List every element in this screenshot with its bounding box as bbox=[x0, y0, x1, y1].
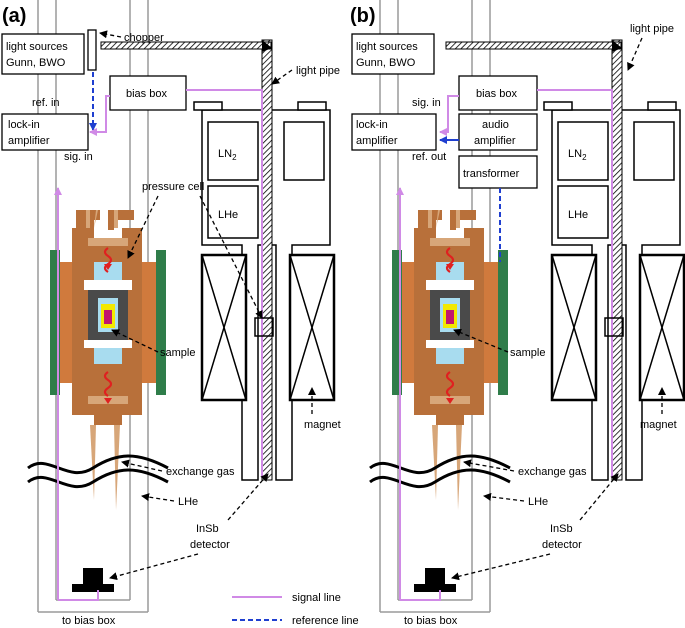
sample-label-b: sample bbox=[510, 347, 545, 359]
audio-label-b-2: amplifier bbox=[474, 135, 516, 147]
to-bias-box-label-a: to bias box bbox=[62, 615, 116, 627]
source-label-b-1: light sources bbox=[356, 41, 418, 53]
detector-label-b-1: InSb bbox=[550, 523, 573, 535]
lhe-cryo-label-b: LHe bbox=[568, 209, 588, 221]
ref-out-label-b: ref. out bbox=[412, 151, 446, 163]
source-box-b bbox=[351, 33, 435, 75]
lockin-box-a bbox=[1, 113, 89, 151]
lockin-label-b-1: lock-in bbox=[356, 119, 388, 131]
lhe-cryo-label-a: LHe bbox=[218, 209, 238, 221]
panel-a: (a) light sources Gunn, BWO chopper ref.… bbox=[1, 0, 341, 627]
bias-box-label-a: bias box bbox=[126, 88, 167, 100]
transformer-label-b: transformer bbox=[463, 168, 520, 180]
to-bias-box-label-b: to bias box bbox=[404, 615, 458, 627]
exchange-gas-label-b: exchange gas bbox=[518, 466, 587, 478]
lockin-box-b bbox=[351, 113, 437, 151]
magnet-label-b: magnet bbox=[640, 419, 677, 431]
panel-b-letter: (b) bbox=[350, 5, 376, 27]
bias-box-b bbox=[458, 75, 538, 111]
ln2-label-a: LN2 bbox=[218, 148, 237, 162]
lockin-label-b-2: amplifier bbox=[356, 135, 398, 147]
pressure-cell-label-a: pressure cell bbox=[142, 181, 204, 193]
bias-box-label-b: bias box bbox=[476, 88, 517, 100]
source-label-b-2: Gunn, BWO bbox=[356, 57, 416, 69]
sig-in-label-a: sig. in bbox=[64, 151, 93, 163]
light-pipe-label-b: light pipe bbox=[630, 23, 674, 35]
magnet-label-a: magnet bbox=[304, 419, 341, 431]
source-box-a bbox=[1, 33, 85, 75]
transformer-box-b bbox=[458, 155, 538, 189]
light-pipe-label-a: light pipe bbox=[296, 65, 340, 77]
sig-in-label-b: sig. in bbox=[412, 97, 441, 109]
panel-b: (b) light sources Gunn, BWO bias box sig… bbox=[350, 0, 685, 627]
legend: signal line reference line bbox=[232, 592, 359, 627]
legend-signal-label: signal line bbox=[292, 592, 341, 604]
detector-label-b-2: detector bbox=[542, 539, 582, 551]
lhe-bath-label-b: LHe bbox=[528, 496, 548, 508]
panel-a-letter: (a) bbox=[2, 5, 26, 27]
detector-label-a-2: detector bbox=[190, 539, 230, 551]
source-label-a-2: Gunn, BWO bbox=[6, 57, 66, 69]
ref-in-label-a: ref. in bbox=[32, 97, 60, 109]
lockin-label-a-2: amplifier bbox=[8, 135, 50, 147]
sample-label-a: sample bbox=[160, 347, 195, 359]
audio-amp-box-b bbox=[458, 113, 538, 151]
exchange-gas-label-a: exchange gas bbox=[166, 466, 235, 478]
lockin-label-a-1: lock-in bbox=[8, 119, 40, 131]
detector-label-a-1: InSb bbox=[196, 523, 219, 535]
chopper-label-a: chopper bbox=[124, 32, 164, 44]
audio-label-b-1: audio bbox=[482, 119, 509, 131]
bias-box-a bbox=[109, 75, 187, 111]
legend-reference-label: reference line bbox=[292, 615, 359, 627]
lhe-bath-label-a: LHe bbox=[178, 496, 198, 508]
ln2-label-b: LN2 bbox=[568, 148, 587, 162]
source-label-a-1: light sources bbox=[6, 41, 68, 53]
chopper-a bbox=[87, 29, 97, 71]
